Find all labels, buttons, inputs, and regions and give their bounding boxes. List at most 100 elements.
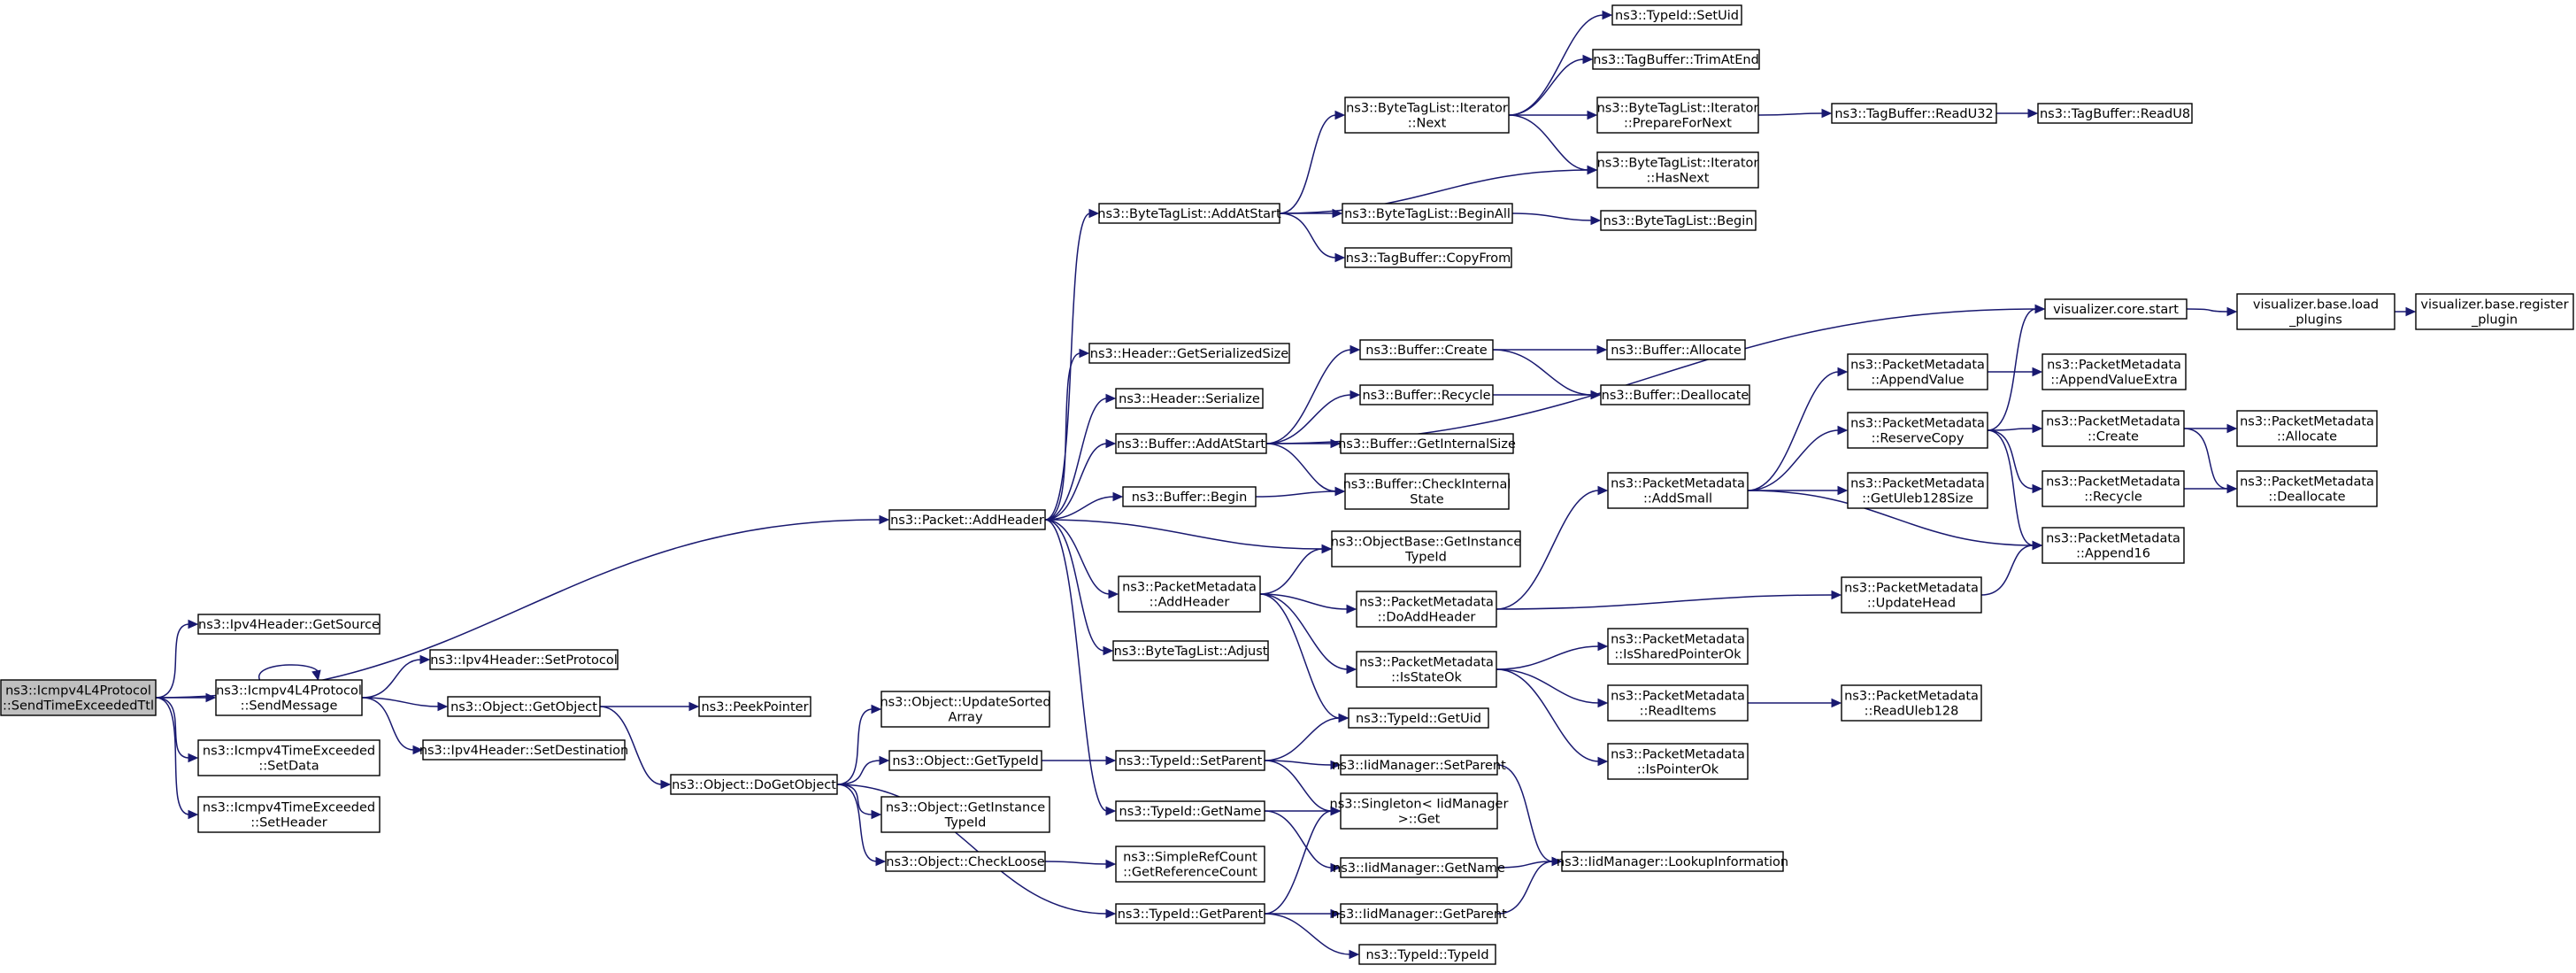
node-ns3-ipv4header-setprotocol[interactable]: ns3::Ipv4Header::SetProtocol — [429, 649, 619, 670]
node-label: ::IsSharedPointerOk — [1614, 648, 1742, 662]
node-ns3-packetmetadata-appendvalueextra[interactable]: ns3::PacketMetadata::AppendValueExtra — [2042, 353, 2187, 390]
node-ns3-bytetaglist-iterator-next[interactable]: ns3::ByteTagList::Iterator::Next — [1344, 97, 1510, 134]
node-box — [1340, 857, 1498, 878]
edge-vizstart-to-vizload-arrowhead — [2226, 306, 2238, 317]
node-ns3-packetmetadata-create[interactable]: ns3::PacketMetadata::Create — [2042, 410, 2185, 447]
node-ns3-tagbuffer-readu32[interactable]: ns3::TagBuffer::ReadU32 — [1831, 103, 1997, 124]
node-visualizer-core-start[interactable]: visualizer.core.start — [2044, 298, 2188, 320]
node-ns3-iidmanager-lookupinformation[interactable]: ns3::IidManager::LookupInformation — [1557, 851, 1788, 872]
node-ns3-buffer-getinternalsize[interactable]: ns3::Buffer::GetInternalSize — [1338, 433, 1516, 454]
node-ns3-buffer-recycle[interactable]: ns3::Buffer::Recycle — [1359, 384, 1494, 405]
node-ns3-packetmetadata-appendvalue[interactable]: ns3::PacketMetadata::AppendValue — [1847, 353, 1988, 390]
edge-typesetparent-to-typegetuid — [1264, 713, 1350, 761]
node-ns3-packetmetadata-readuleb128[interactable]: ns3::PacketMetadata::ReadUleb128 — [1841, 684, 1982, 722]
node-label: ns3::Buffer::GetInternalSize — [1338, 437, 1516, 452]
node-ns3-typeid-getparent[interactable]: ns3::TypeId::GetParent — [1115, 903, 1265, 924]
edge-pmreservecopy-to-pmcreate — [1987, 423, 2043, 434]
node-ns3-buffer-begin[interactable]: ns3::Buffer::Begin — [1122, 486, 1257, 507]
node-ns3-bytetaglist-iterator-hasnext[interactable]: ns3::ByteTagList::Iterator::HasNext — [1596, 151, 1759, 189]
node-ns3-packetmetadata-readitems[interactable]: ns3::PacketMetadata::ReadItems — [1607, 684, 1749, 722]
edge-typegetparent-to-iidgetparent — [1264, 908, 1342, 919]
node-box — [2037, 103, 2193, 124]
node-ns3-buffer-allocate[interactable]: ns3::Buffer::Allocate — [1606, 339, 1746, 360]
node-ns3-bytetaglist-iterator-preparefornext[interactable]: ns3::ByteTagList::Iterator::PrepareForNe… — [1596, 97, 1759, 134]
node-ns3-bytetaglist-begin[interactable]: ns3::ByteTagList::Begin — [1600, 210, 1757, 231]
node-box — [1118, 575, 1261, 613]
node-ns3-buffer-addatstart[interactable]: ns3::Buffer::AddAtStart — [1115, 433, 1267, 454]
node-ns3-buffer-create[interactable]: ns3::Buffer::Create — [1359, 339, 1494, 360]
edge-bufcreate-to-bufallocate-arrowhead — [1596, 344, 1608, 355]
node-ns3-packetmetadata-isstateok[interactable]: ns3::PacketMetadata::IsStateOk — [1356, 651, 1497, 688]
node-ns3-icmpv4timeexceeded-setheader[interactable]: ns3::Icmpv4TimeExceeded::SetHeader — [197, 796, 381, 833]
node-ns3-ipv4header-getsource[interactable]: ns3::Ipv4Header::GetSource — [197, 614, 381, 635]
edge-line — [1265, 443, 1337, 492]
node-ns3-iidmanager-setparent[interactable]: ns3::IidManager::SetParent — [1332, 754, 1506, 776]
node-ns3-tagbuffer-readu8[interactable]: ns3::TagBuffer::ReadU8 — [2037, 103, 2193, 124]
edge-sendmessage-to-setprotocol — [361, 654, 431, 699]
node-ns3-packetmetadata-deallocate[interactable]: ns3::PacketMetadata::Deallocate — [2236, 470, 2378, 507]
node-ns3-simplerefcount-getreferencecount[interactable]: ns3::SimpleRefCount::GetReferenceCount — [1115, 846, 1265, 883]
node-ns3-packetmetadata-updatehead[interactable]: ns3::PacketMetadata::UpdateHead — [1841, 576, 1982, 614]
node-ns3-header-getserializedsize[interactable]: ns3::Header::GetSerializedSize — [1088, 343, 1290, 364]
node-ns3-packetmetadata-append16[interactable]: ns3::PacketMetadata::Append16 — [2042, 527, 2185, 564]
node-ns3-object-dogetobject[interactable]: ns3::Object::DoGetObject — [670, 774, 838, 795]
node-ns3-object-getobject[interactable]: ns3::Object::GetObject — [447, 696, 601, 717]
node-ns3-typeid-getuid[interactable]: ns3::TypeId::GetUid — [1348, 707, 1489, 729]
node-ns3-packetmetadata-ispointerok[interactable]: ns3::PacketMetadata::IsPointerOk — [1607, 743, 1749, 780]
node-ns3-buffer-deallocate[interactable]: ns3::Buffer::Deallocate — [1600, 384, 1750, 405]
node-ns3-packetmetadata-recycle[interactable]: ns3::PacketMetadata::Recycle — [2042, 470, 2185, 507]
node-ns3-iidmanager-getparent[interactable]: ns3::IidManager::GetParent — [1331, 903, 1507, 924]
node-label: ns3::PacketMetadata — [1611, 690, 1745, 704]
node-label: ns3::Header::Serialize — [1119, 392, 1260, 406]
node-ns3-packetmetadata-addheader[interactable]: ns3::PacketMetadata::AddHeader — [1118, 575, 1261, 613]
node-ns3-typeid-typeid[interactable]: ns3::TypeId::TypeId — [1358, 944, 1496, 965]
node-ns3-icmpv4timeexceeded-setdata[interactable]: ns3::Icmpv4TimeExceeded::SetData — [197, 739, 381, 776]
node-ns3-icmpv4l4protocol-sendtimeexceededttl[interactable]: ns3::Icmpv4L4Protocol::SendTimeExceededT… — [0, 679, 157, 716]
edge-sendmessage-to-getobject — [361, 697, 449, 712]
node-box — [1847, 412, 1988, 449]
edge-pmreservecopy-to-pmappend16 — [1987, 429, 2043, 551]
node-ns3-packetmetadata-reservecopy[interactable]: ns3::PacketMetadata::ReserveCopy — [1847, 412, 1988, 449]
node-ns3-typeid-getname[interactable]: ns3::TypeId::GetName — [1115, 800, 1265, 822]
node-ns3-packetmetadata-doaddheader[interactable]: ns3::PacketMetadata::DoAddHeader — [1356, 591, 1497, 628]
node-ns3-packetmetadata-allocate[interactable]: ns3::PacketMetadata::Allocate — [2236, 410, 2378, 447]
edge-line — [1044, 398, 1108, 521]
node-ns3-object-gettypeid[interactable]: ns3::Object::GetTypeId — [888, 750, 1042, 771]
node-box — [1847, 353, 1988, 390]
edge-line — [1259, 593, 1349, 670]
node-ns3-packet-addheader[interactable]: ns3::Packet::AddHeader — [888, 509, 1046, 530]
node-box — [2044, 298, 2188, 320]
node-box — [2042, 353, 2187, 390]
node-ns3-packetmetadata-getuleb128size[interactable]: ns3::PacketMetadata::GetUleb128Size — [1847, 472, 1988, 509]
node-ns3-header-serialize[interactable]: ns3::Header::Serialize — [1115, 388, 1264, 409]
node-ns3-packetmetadata-issharedpointerok[interactable]: ns3::PacketMetadata::IsSharedPointerOk — [1607, 628, 1749, 665]
node-ns3-bytetaglist-addatstart[interactable]: ns3::ByteTagList::AddAtStart — [1097, 203, 1281, 224]
node-ns3-peekpointer[interactable]: ns3::PeekPointer — [698, 696, 811, 717]
node-visualizer-base-load-plugins[interactable]: visualizer.base.load_plugins — [2236, 293, 2395, 330]
edge-line — [2183, 428, 2229, 490]
node-label: ns3::PacketMetadata — [2046, 532, 2180, 546]
node-ns3-tagbuffer-copyfrom[interactable]: ns3::TagBuffer::CopyFrom — [1344, 247, 1512, 268]
node-ns3-object-checkloose[interactable]: ns3::Object::CheckLoose — [885, 851, 1046, 872]
node-ns3-bytetaglist-adjust[interactable]: ns3::ByteTagList::Adjust — [1112, 640, 1269, 661]
node-ns3-tagbuffer-trimatend[interactable]: ns3::TagBuffer::TrimAtEnd — [1592, 49, 1760, 70]
node-label: ns3::IidManager::GetName — [1333, 861, 1505, 876]
node-ns3-ipv4header-setdestination[interactable]: ns3::Ipv4Header::SetDestination — [419, 739, 628, 761]
node-visualizer-base-register-plugin[interactable]: visualizer.base.register_plugin — [2415, 293, 2574, 330]
node-ns3-typeid-setuid[interactable]: ns3::TypeId::SetUid — [1611, 4, 1742, 26]
edge-line — [1496, 764, 1554, 862]
node-ns3-bytetaglist-beginall[interactable]: ns3::ByteTagList::BeginAll — [1342, 203, 1513, 224]
edge-bufaddatstart-to-bufcreate — [1265, 344, 1361, 444]
node-ns3-packetmetadata-addsmall[interactable]: ns3::PacketMetadata::AddSmall — [1607, 472, 1749, 509]
edge-addheader-to-bufbegin-arrowhead — [1112, 491, 1124, 502]
node-ns3-icmpv4l4protocol-sendmessage[interactable]: ns3::Icmpv4L4Protocol::SendMessage — [215, 679, 363, 716]
edge-pmreaditems-to-pmreaduleb — [1748, 698, 1842, 708]
node-ns3-singleton-iidmanager-get[interactable]: ns3::Singleton< IidManager >::Get — [1330, 792, 1509, 830]
node-ns3-typeid-setparent[interactable]: ns3::TypeId::SetParent — [1115, 750, 1265, 771]
node-label: ::SendTimeExceededTtl — [3, 699, 154, 714]
node-ns3-iidmanager-getname[interactable]: ns3::IidManager::GetName — [1333, 857, 1505, 878]
